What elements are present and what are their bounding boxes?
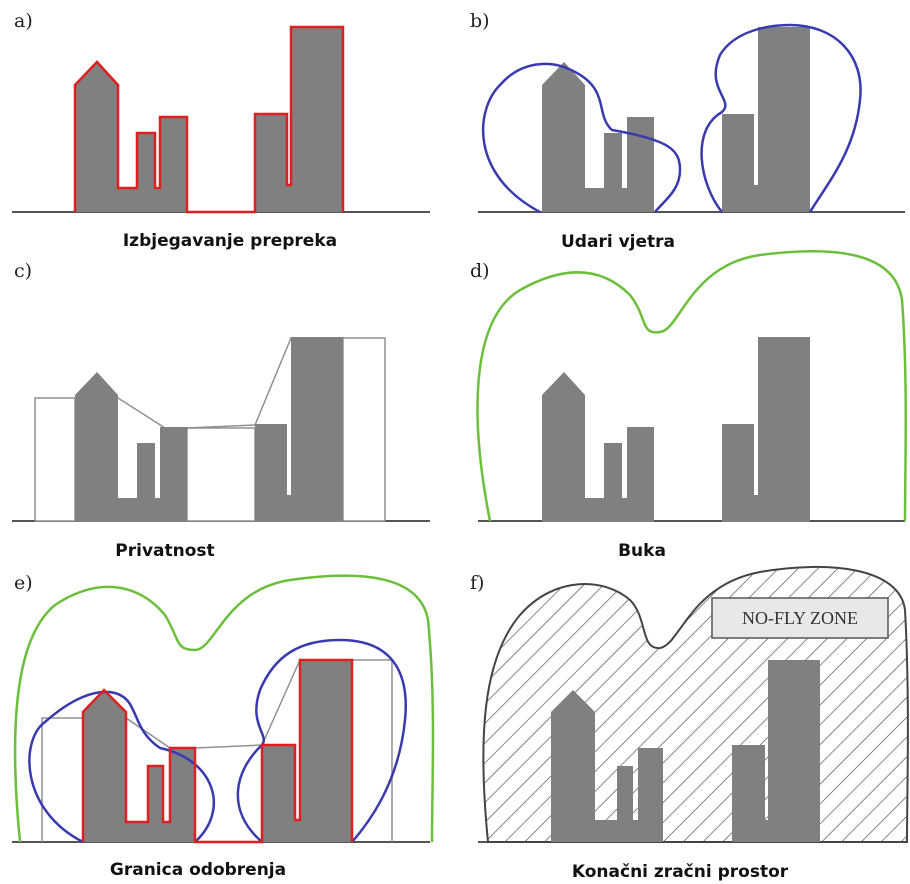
panel-c-caption: Privatnost: [115, 541, 214, 561]
panel-a-label: a): [14, 10, 33, 32]
panel-f: f) NO-FLY ZONE Konačni zračni prostor: [470, 565, 909, 882]
panel-b-caption: Udari vjetra: [561, 232, 675, 252]
wind-gust-outline-right: [700, 23, 862, 213]
panel-e-caption: Granica odobrenja: [110, 860, 286, 880]
wind-gust-outline-left: [28, 690, 216, 844]
panel-c-label: c): [14, 260, 32, 282]
noise-boundary: [476, 249, 907, 522]
panel-f-caption: Konačni zračni prostor: [572, 862, 789, 882]
panel-b-label: b): [470, 10, 490, 32]
panel-b: b) Udari vjetra: [470, 10, 905, 252]
no-fly-zone-label: NO-FLY ZONE: [711, 597, 889, 639]
panel-a-caption: Izbjegavanje prepreka: [123, 231, 337, 251]
panel-e-label: e): [14, 572, 33, 594]
obstacle-avoidance-outline: [81, 658, 354, 844]
panel-a: a) Izbjegavanje prepreka: [12, 10, 430, 251]
panel-c: c) Privatnost: [12, 260, 430, 561]
panel-d: d) Buka: [470, 249, 907, 561]
wind-gust-outline-left: [481, 62, 682, 214]
buildings: [542, 337, 810, 522]
buildings: [83, 660, 352, 842]
wind-gust-outline-right: [236, 638, 407, 843]
buildings: [75, 27, 343, 212]
no-fly-zone-text: NO-FLY ZONE: [742, 608, 858, 628]
obstacle-avoidance-outline: [73, 25, 345, 214]
panel-d-label: d): [470, 260, 490, 282]
panel-e: e) Granica odobrenja: [12, 572, 435, 880]
panel-d-caption: Buka: [618, 541, 666, 561]
panel-f-label: f): [470, 572, 484, 594]
noise-boundary: [13, 574, 435, 843]
buildings: [551, 660, 820, 842]
